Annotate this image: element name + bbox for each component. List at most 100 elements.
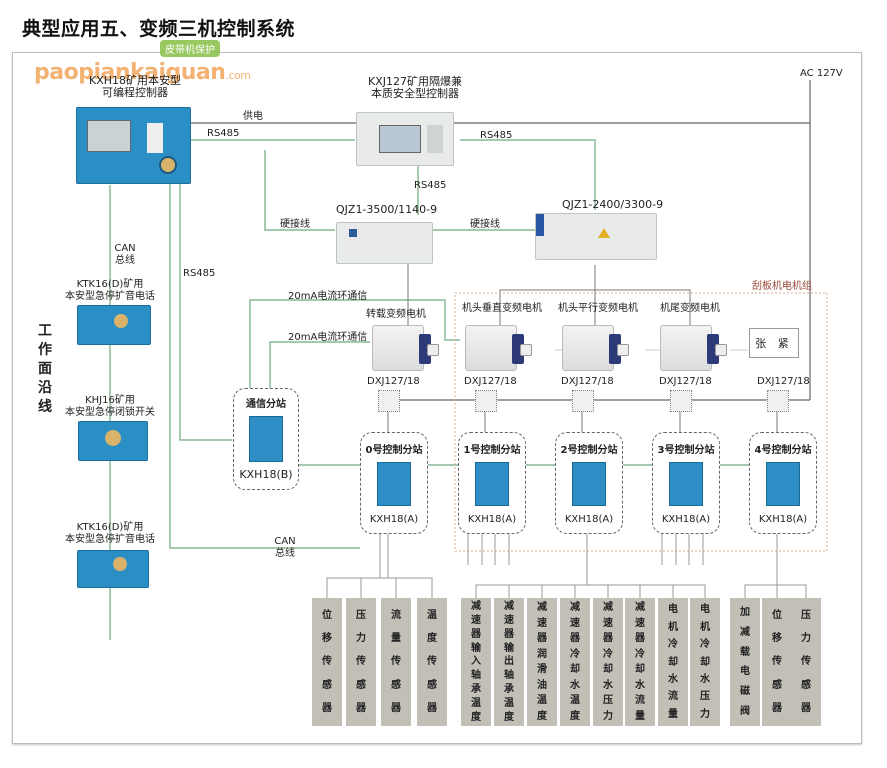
working-face-label: 工作面沿线	[38, 323, 52, 415]
supply-label: 供电	[243, 111, 263, 122]
dxj-device-1[interactable]	[475, 390, 497, 412]
ktk16-top-device[interactable]	[77, 305, 151, 345]
dxj-label-0: DXJ127/18	[367, 376, 420, 387]
control-station-title: 2号控制分站	[560, 445, 618, 456]
control-station-model: KXH18(A)	[369, 514, 419, 525]
control-station-model: KXH18(A)	[661, 514, 711, 525]
khj16-device[interactable]	[78, 421, 148, 461]
control-station-title: 3号控制分站	[657, 445, 715, 456]
control-station-device	[572, 462, 606, 506]
sensor-box: 减速器冷却水压力	[593, 598, 623, 726]
control-station-device	[766, 462, 800, 506]
kxh18-controller-device[interactable]	[76, 107, 191, 184]
motor-label-3: 机尾变频电机	[660, 303, 720, 314]
sensor-box: 位移传感器	[312, 598, 342, 726]
watermark: paopiankaiguan.com	[34, 60, 251, 85]
ktk16-bottom-label: KTK16(D)矿用本安型急停扩音电话	[65, 522, 155, 545]
dxj-label-1: DXJ127/18	[464, 376, 517, 387]
qjz2400-device[interactable]	[535, 213, 657, 260]
qjz3500-device[interactable]	[336, 222, 433, 264]
comm-station-device	[249, 416, 283, 462]
lock-button-icon	[105, 430, 121, 446]
control-station-title: 1号控制分站	[463, 445, 521, 456]
motor-label-1: 机头垂直变频电机	[462, 303, 542, 314]
control-station-model: KXH18(A)	[758, 514, 808, 525]
control-station-device	[377, 462, 411, 506]
ktk16-bottom-device[interactable]	[77, 550, 149, 588]
control-station-4[interactable]: 4号控制分站 KXH18(A)	[749, 432, 817, 534]
dxj-label-2: DXJ127/18	[561, 376, 614, 387]
comm-station-model: KXH18(B)	[239, 468, 293, 481]
rs485-label-c: RS485	[414, 180, 447, 191]
dxj-label-4: DXJ127/18	[757, 376, 810, 387]
motor-tail[interactable]	[660, 325, 727, 371]
control-station-device	[475, 462, 509, 506]
loop-line-a	[249, 299, 460, 395]
motor-group-border	[454, 292, 828, 552]
control-station-device	[669, 462, 703, 506]
loop-label-a: 20mA电流环通信	[288, 291, 368, 302]
comm-station-title: 通信分站	[246, 399, 286, 410]
sensor-box: 位移传感器	[762, 598, 792, 726]
sensor-box: 压力传感器	[346, 598, 376, 726]
sensor-box: 加减载电磁阀	[730, 598, 760, 726]
sensor-box: 电机冷却水压力	[690, 598, 720, 726]
sensor-box: 减速器润滑油温度	[527, 598, 557, 726]
control-station-1[interactable]: 1号控制分站 KXH18(A)	[458, 432, 526, 534]
rs485-line-d	[179, 150, 232, 441]
control-station-title: 4号控制分站	[754, 445, 812, 456]
sensor-box: 流量传感器	[381, 598, 411, 726]
kxh18-controller-label: KXH18矿用本安型可编程控制器	[88, 74, 182, 99]
speaker-icon	[114, 314, 128, 328]
connector-icon	[159, 156, 177, 174]
watermark-badge: 皮带机保护	[160, 40, 220, 57]
dxj-label-3: DXJ127/18	[659, 376, 712, 387]
control-station-3[interactable]: 3号控制分站 KXH18(A)	[652, 432, 720, 534]
sensor-box: 压力传感器	[791, 598, 821, 726]
control-station-0[interactable]: 0号控制分站 KXH18(A)	[360, 432, 428, 534]
hardwire-line-a	[264, 150, 335, 231]
rs485-label-b: RS485	[480, 130, 513, 141]
kxj127-label: KXJ127矿用隔爆兼本质安全型控制器	[368, 75, 462, 100]
sensor-box: 减速器输入轴承温度	[461, 598, 491, 726]
qjz2400-label: QJZ1-2400/3300-9	[562, 198, 664, 211]
drive-panel-icon	[536, 214, 544, 236]
motor-label-2: 机头平行变频电机	[558, 303, 638, 314]
khj16-label: KHJ16矿用本安型急停闭锁开关	[65, 395, 155, 418]
dxj-device-0[interactable]	[378, 390, 400, 412]
page-title: 典型应用五、变频三机控制系统	[22, 18, 296, 40]
sensor-box: 减速器冷却水流量	[625, 598, 655, 726]
motor-head-parallel[interactable]	[562, 325, 629, 371]
tension-box: 张 紧	[749, 328, 799, 358]
motor-transfer[interactable]	[372, 325, 439, 371]
hardwire-label-a: 硬接线	[280, 219, 310, 230]
speaker-icon	[113, 557, 127, 571]
qjz3500-label: QJZ1-3500/1140-9	[336, 203, 438, 216]
motor-group-label: 刮板机电机组	[752, 281, 812, 292]
can-line-bottom	[169, 160, 360, 549]
kxj127-screen	[379, 125, 421, 153]
sensor-box: 减速器输出轴承温度	[494, 598, 524, 726]
rs485-label-a: RS485	[207, 128, 240, 139]
rs485-line-b	[460, 139, 596, 210]
control-station-model: KXH18(A)	[564, 514, 614, 525]
motor-head-vertical[interactable]	[465, 325, 532, 371]
control-station-2[interactable]: 2号控制分站 KXH18(A)	[555, 432, 623, 534]
dxj-device-2[interactable]	[572, 390, 594, 412]
loop-label-b: 20mA电流环通信	[288, 332, 368, 343]
control-station-model: KXH18(A)	[467, 514, 517, 525]
sensor-box: 电机冷却水流量	[658, 598, 688, 726]
dxj-device-4[interactable]	[767, 390, 789, 412]
comm-station[interactable]: 通信分站 KXH18(B)	[233, 388, 299, 490]
diagram-frame	[12, 52, 862, 744]
ktk16-top-label: KTK16(D)矿用本安型急停扩音电话	[65, 279, 155, 302]
control-station-title: 0号控制分站	[365, 445, 423, 456]
dxj-device-3[interactable]	[670, 390, 692, 412]
kxj127-keypad	[427, 125, 443, 153]
kxj127-device[interactable]	[356, 112, 454, 166]
warning-icon	[598, 228, 610, 238]
sensor-box: 减速器冷却水温度	[560, 598, 590, 726]
rs485-label-d: RS485	[183, 268, 216, 279]
